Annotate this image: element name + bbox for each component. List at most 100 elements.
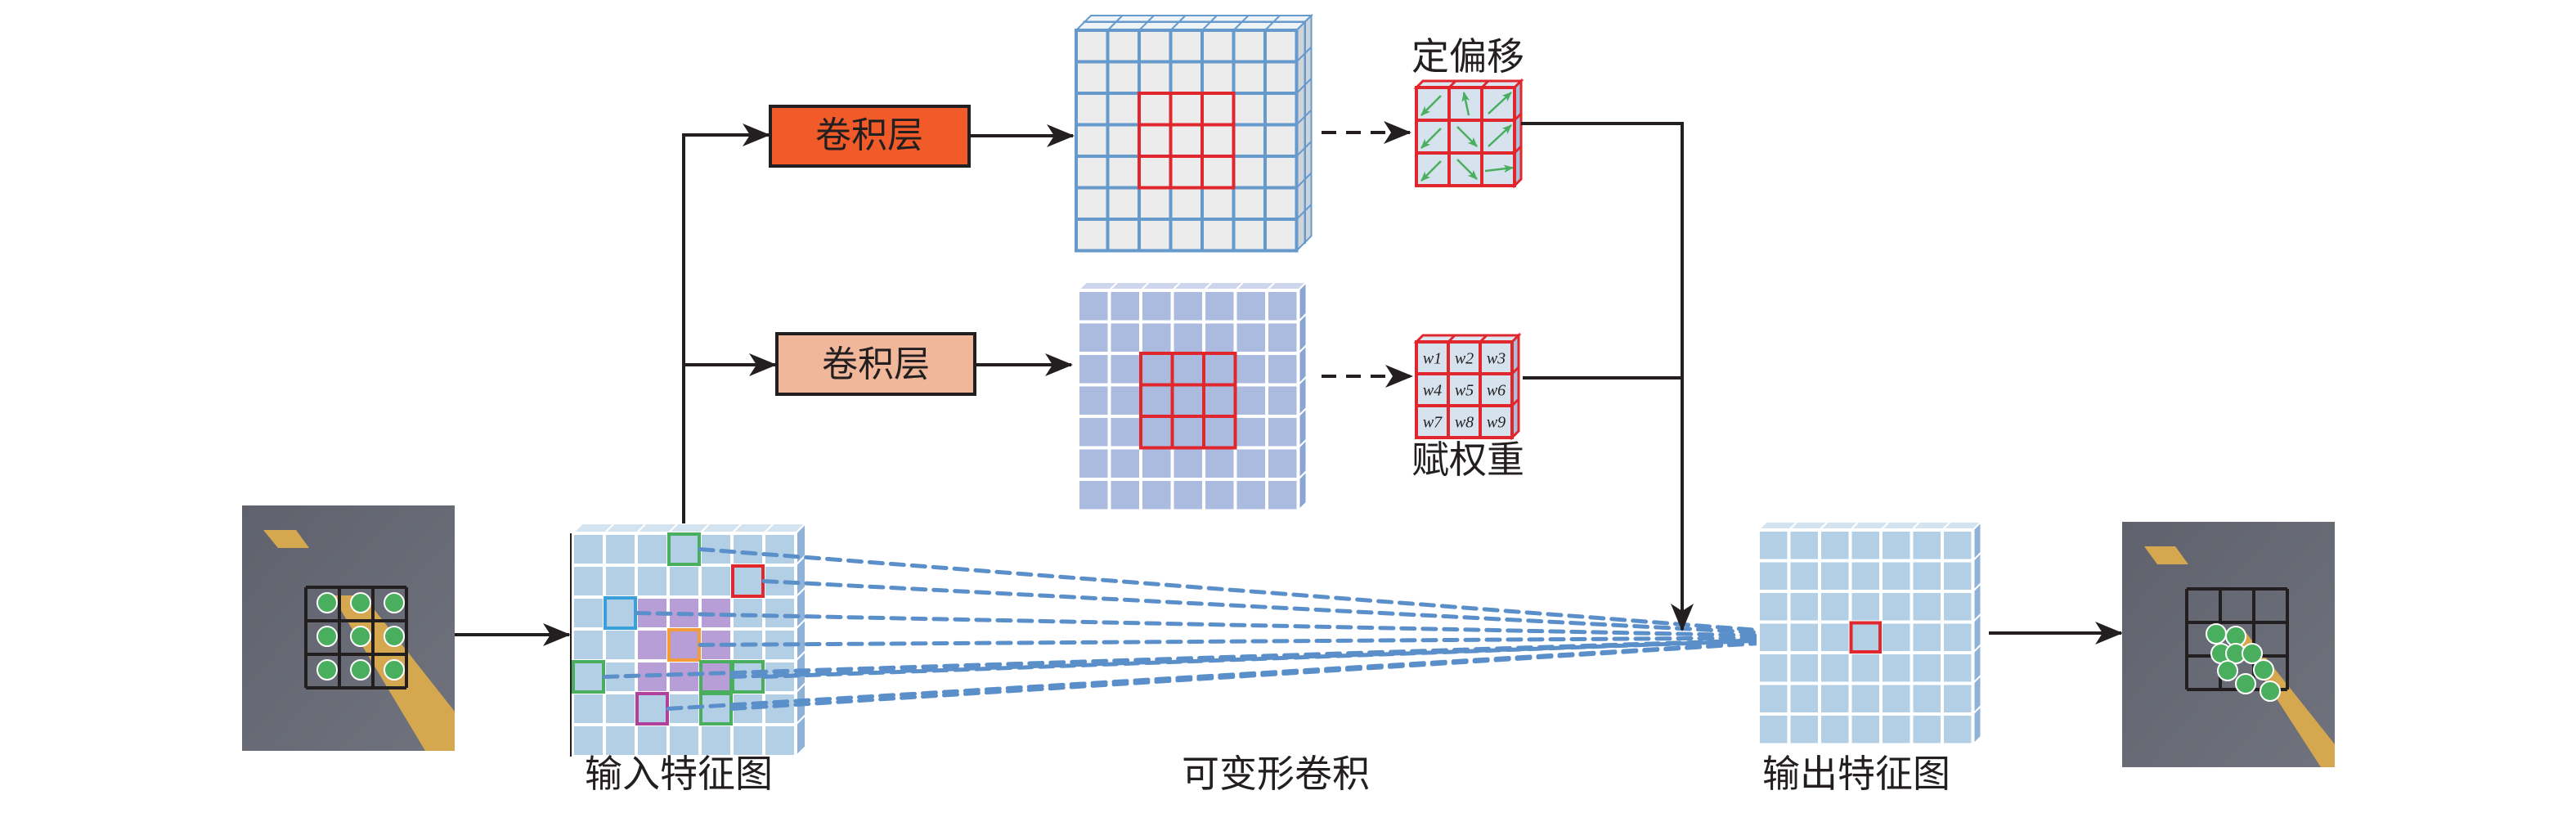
sampling-point	[384, 659, 405, 680]
feature-cell	[1076, 478, 1111, 513]
feature-cell	[1232, 155, 1267, 190]
feature-cell	[1170, 446, 1205, 481]
sampling-line	[729, 635, 1854, 711]
feature-cell	[1107, 289, 1142, 324]
deformed-sampling-point	[2260, 680, 2281, 702]
kernel-cell	[1447, 372, 1482, 407]
feature-cell	[1232, 123, 1267, 158]
weight-cell-label: w7	[1423, 414, 1443, 432]
feature-cell	[1106, 218, 1141, 253]
offset-feature-map	[1074, 13, 1313, 253]
feature-cell	[1139, 320, 1174, 355]
feature-cell	[1169, 155, 1204, 190]
feature-cell	[1202, 352, 1237, 387]
feature-cell	[1138, 60, 1173, 95]
kernel-cell	[1479, 340, 1514, 375]
feature-cell	[1075, 155, 1110, 190]
feature-cell	[1075, 29, 1110, 64]
feature-cell	[1879, 620, 1914, 654]
kernel-cell	[1202, 415, 1237, 450]
feature-cell	[1879, 651, 1914, 685]
sampling-point	[384, 592, 405, 613]
feature-cell	[1263, 123, 1299, 158]
feature-cell	[635, 691, 670, 726]
sampling-lines	[602, 547, 1854, 711]
deformed-sampling-point	[2206, 623, 2227, 645]
feature-cell	[1910, 651, 1944, 685]
feature-cell	[1106, 92, 1141, 127]
feature-cell	[1265, 415, 1300, 450]
feature-cell	[1076, 352, 1111, 387]
feature-cell	[1075, 60, 1110, 95]
feature-cell	[730, 595, 765, 631]
feature-cell	[1106, 186, 1141, 221]
feature-cell	[1941, 528, 1975, 563]
feature-cell	[1941, 651, 1975, 685]
kernel-cell	[1415, 404, 1450, 439]
feature-cell	[1076, 289, 1111, 324]
feature-cell	[1139, 289, 1174, 324]
feature-cell	[762, 691, 797, 726]
feature-cell	[1910, 712, 1944, 747]
feature-cell	[571, 691, 606, 726]
feature-cell	[1138, 92, 1173, 127]
feature-cell	[1200, 218, 1236, 253]
feature-cell	[1232, 92, 1267, 127]
feature-cell	[1757, 681, 1791, 716]
feature-cell	[1910, 681, 1944, 716]
feature-cell	[1200, 186, 1236, 221]
feature-cell	[1233, 446, 1268, 481]
sampling-line	[698, 547, 1854, 640]
feature-cell	[1075, 186, 1110, 221]
feature-cell	[1757, 559, 1791, 593]
feature-cell	[1170, 320, 1205, 355]
feature-cell	[603, 564, 638, 599]
feature-cell	[1787, 528, 1821, 563]
feature-cell	[1265, 383, 1300, 418]
feature-cell	[1848, 590, 1883, 624]
feature-cell	[730, 532, 765, 567]
sampling-point	[316, 592, 338, 613]
feature-cell	[666, 723, 702, 758]
feature-cell	[603, 691, 638, 726]
feature-cell	[1169, 186, 1204, 221]
weight-cell-label: w9	[1487, 414, 1506, 432]
offset-arrow-down-left	[1420, 160, 1442, 182]
arrow-input-to-conv1	[682, 124, 770, 523]
feature-cell	[1202, 415, 1237, 450]
feature-cell	[1787, 712, 1821, 747]
feature-cell	[1139, 415, 1174, 450]
feature-cell	[1139, 352, 1174, 387]
output-pixel-marker	[1849, 621, 1882, 654]
road-marking-dash	[263, 530, 309, 548]
weight-feature-map	[1075, 280, 1308, 513]
weight-cell-label: w5	[1455, 382, 1474, 400]
output-road-image	[2122, 522, 2335, 767]
kernel-cell	[1415, 372, 1450, 407]
feature-cell	[1263, 92, 1299, 127]
weight-cell-label: w1	[1423, 350, 1442, 368]
deformed-sampling-point	[2235, 673, 2256, 694]
sampling-point	[316, 626, 338, 647]
feature-cell	[1818, 620, 1852, 654]
feature-cell	[1263, 218, 1299, 253]
feature-cell	[1202, 289, 1237, 324]
feature-cell	[1848, 620, 1883, 654]
sampling-line	[761, 635, 1854, 679]
deformed-sampling-point	[2253, 659, 2274, 680]
feature-cell	[1106, 60, 1141, 95]
feature-cell	[1818, 590, 1852, 624]
feature-cell	[1265, 478, 1300, 513]
kernel-cell	[1447, 119, 1483, 155]
feature-cell	[1202, 383, 1237, 418]
offset-kernel	[1413, 78, 1524, 189]
feature-cell	[698, 564, 734, 599]
feature-cell	[730, 564, 765, 599]
output-feature-map-label: 输出特征图	[1762, 752, 1950, 796]
feature-cell	[1170, 415, 1205, 450]
feature-cell	[1265, 446, 1300, 481]
feature-cell	[1075, 218, 1110, 253]
feature-cell	[1232, 60, 1267, 95]
